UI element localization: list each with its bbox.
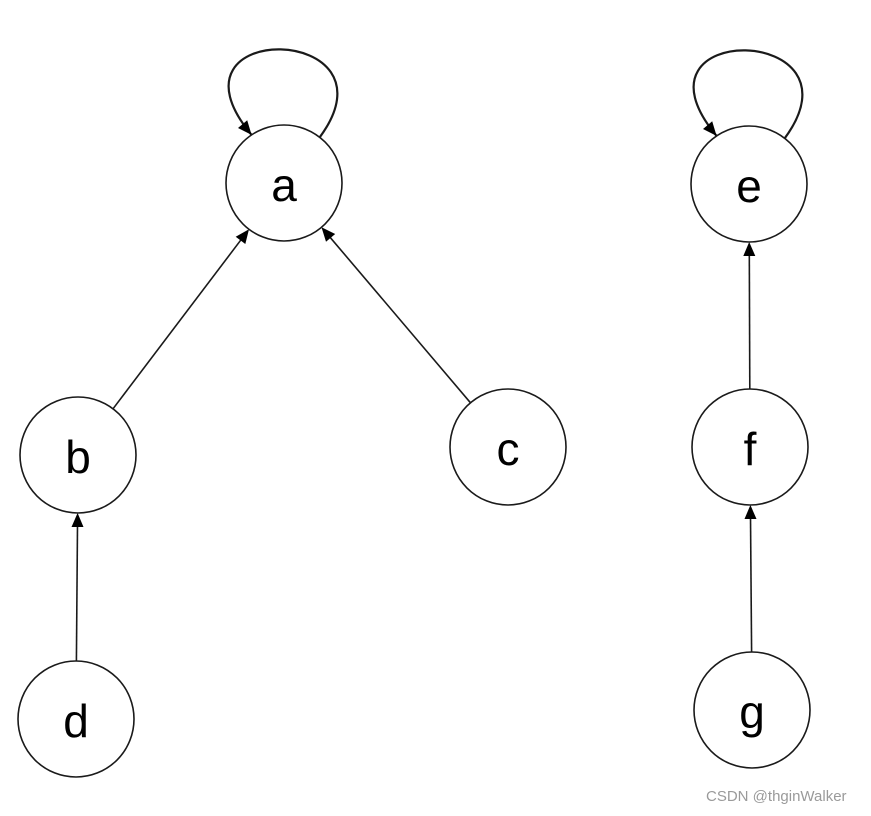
node-f: f [691, 388, 809, 506]
self-loop-a [227, 48, 339, 138]
edge-c-to-a [328, 235, 472, 404]
edge-d-to-b [75, 524, 79, 662]
node-circle-d [17, 660, 135, 778]
node-d: d [17, 660, 135, 778]
node-circle-c [449, 388, 567, 506]
node-label-f: f [744, 423, 757, 475]
node-circle-a [225, 124, 343, 242]
nodes-layer: a b c d e f g [17, 124, 811, 778]
arrowhead-g-to-f [744, 505, 757, 519]
arrowhead-d-to-b [71, 513, 84, 527]
node-circle-b [19, 396, 137, 514]
node-g: g [693, 651, 811, 769]
node-c: c [449, 388, 567, 506]
node-a: a [225, 124, 343, 242]
arrowhead-b-to-a [235, 229, 249, 244]
node-circle-e [690, 125, 808, 243]
node-label-c: c [497, 423, 520, 475]
node-label-e: e [736, 160, 762, 212]
node-label-g: g [739, 686, 765, 738]
edge-g-to-f [749, 516, 753, 653]
node-e: e [690, 125, 808, 243]
arrowhead-c-to-a [321, 227, 336, 242]
edges-layer [71, 48, 804, 662]
watermark-text: CSDN @thginWalker [706, 788, 847, 805]
node-circle-f [691, 388, 809, 506]
arrowhead-f-to-e [743, 242, 756, 256]
node-label-d: d [63, 695, 89, 747]
node-label-b: b [65, 431, 91, 483]
arrowhead-self-loop-e [703, 121, 717, 136]
node-label-a: a [271, 159, 297, 211]
self-loop-e [692, 49, 804, 139]
node-b: b [19, 396, 137, 514]
edge-f-to-e [748, 253, 751, 390]
node-circle-g [693, 651, 811, 769]
arrowhead-self-loop-a [238, 120, 252, 135]
edge-b-to-a [112, 237, 243, 410]
